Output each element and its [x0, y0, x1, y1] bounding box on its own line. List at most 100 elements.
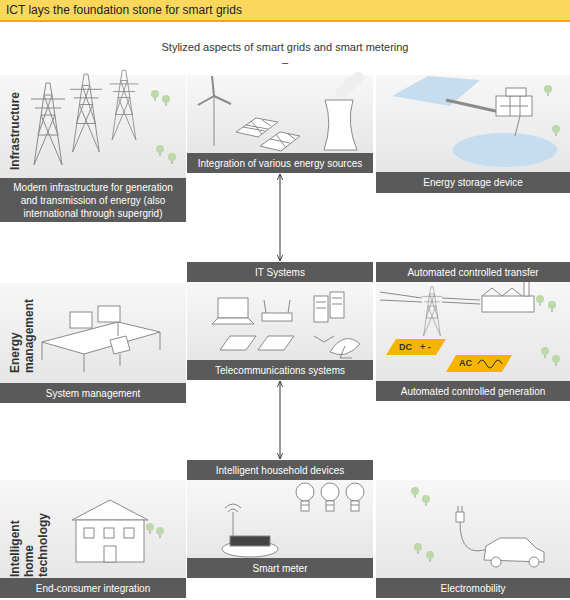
caption-box: Intelligent household devices — [187, 460, 373, 480]
electric-car-part — [529, 557, 539, 567]
office-desk — [42, 306, 160, 372]
office-desk-part — [70, 312, 92, 328]
double-arrow — [280, 381, 281, 459]
trees-part — [548, 301, 556, 312]
panel-grounds-part — [187, 282, 373, 360]
box-text: Automated controlled transfer — [407, 266, 538, 279]
trees-part — [168, 153, 176, 164]
solar-panels — [236, 118, 300, 151]
light-bulbs-part — [326, 501, 334, 511]
light-bulbs-part — [301, 505, 359, 506]
double-arrow — [280, 174, 281, 261]
light-bulbs-part — [296, 483, 314, 501]
panel-grounds — [0, 75, 570, 578]
sign-label: DC — [399, 341, 412, 353]
row-label: Intelligent home technology — [8, 501, 50, 577]
solar-panels-part — [236, 118, 278, 137]
box-text: Automated controlled generation — [401, 385, 546, 398]
row-band: InfrastructureModern infrastructure for … — [0, 70, 570, 222]
grid-and-factory-part — [380, 292, 480, 304]
pumped-storage-part — [515, 116, 520, 136]
it-devices-part — [314, 336, 334, 342]
panel-grounds-part — [187, 75, 373, 153]
grid-and-factory-part — [422, 287, 442, 336]
trees-part — [414, 543, 422, 554]
box-text: Smart meter — [252, 562, 307, 575]
electric-car — [456, 506, 544, 567]
pumped-storage-part — [453, 133, 557, 167]
it-devices-part — [340, 346, 352, 358]
house-part — [124, 528, 134, 538]
pylons-part — [70, 74, 102, 152]
box-text: System management — [46, 387, 141, 400]
grid-and-factory-part — [482, 288, 522, 296]
caption-box: Modern infrastructure for generation and… — [0, 178, 186, 222]
pylons — [31, 70, 138, 165]
grid-and-factory-part — [524, 280, 529, 296]
it-devices-part — [258, 336, 294, 350]
trees-part — [552, 355, 560, 366]
row-band: Energy managementIT SystemsAutomated con… — [0, 255, 570, 405]
light-bulbs-part — [351, 501, 359, 511]
trees-part — [162, 95, 170, 106]
trees-part — [411, 487, 419, 498]
pylons-part — [110, 70, 139, 140]
it-devices-part — [316, 298, 342, 308]
electric-car-part — [456, 506, 464, 522]
office-desk-part — [98, 306, 120, 322]
it-devices-part — [218, 298, 248, 318]
it-devices-part — [264, 300, 290, 313]
house-part — [104, 528, 114, 538]
office-desk-part — [110, 336, 130, 366]
sign-label: AC — [459, 357, 472, 369]
panel-grounds-part — [376, 75, 570, 172]
electric-car-part — [491, 557, 501, 567]
trees-part — [541, 347, 549, 358]
trees-part — [151, 90, 159, 101]
caption-box: Automated controlled generation — [376, 381, 570, 401]
pumped-storage-part — [500, 96, 528, 116]
it-devices-part — [262, 313, 292, 321]
grid-and-factory-part — [446, 355, 512, 372]
box-text: End-consumer integration — [36, 582, 151, 595]
trees-part — [536, 295, 544, 306]
trees-part — [146, 523, 154, 534]
it-devices-part — [212, 318, 254, 324]
sign-label: + - — [420, 341, 431, 353]
trees-part — [156, 527, 164, 538]
caption-box: IT Systems — [187, 262, 373, 282]
it-devices-part — [220, 336, 256, 350]
pylons-part — [31, 83, 65, 165]
box-text: Telecommunications systems — [215, 364, 345, 377]
grid-and-factory-part — [386, 339, 446, 355]
caption-box: Energy storage device — [376, 172, 570, 193]
panel-grounds-part — [376, 282, 570, 381]
caption-box: Electromobility — [376, 578, 570, 598]
panel-grounds-part — [0, 283, 186, 383]
trees-part — [156, 145, 164, 156]
office-desk-part — [42, 322, 160, 354]
panel-grounds-part — [187, 480, 373, 558]
trees-part — [426, 551, 434, 562]
light-bulbs-part — [301, 501, 309, 511]
house-part — [84, 528, 94, 538]
panel-grounds-part — [376, 480, 570, 578]
grid-and-factory-part — [482, 296, 534, 312]
caption-box: Integration of various energy sources — [187, 153, 373, 173]
trees-part — [552, 125, 560, 136]
panel-grounds-part — [0, 75, 186, 178]
smart-meter-figure-part — [225, 504, 241, 536]
light-bulbs — [296, 483, 364, 511]
smart-meter-figure — [222, 504, 278, 557]
cooling-tower-part — [352, 72, 364, 84]
trees-part — [544, 85, 552, 96]
grid-and-factory — [380, 280, 534, 372]
house-part — [104, 546, 116, 562]
box-text: Integration of various energy sources — [198, 157, 363, 170]
subtitle: Stylized aspects of smart grids and smar… — [0, 41, 570, 53]
pumped-storage-part — [506, 88, 526, 96]
caption-box: Automated controlled transfer — [376, 262, 570, 282]
